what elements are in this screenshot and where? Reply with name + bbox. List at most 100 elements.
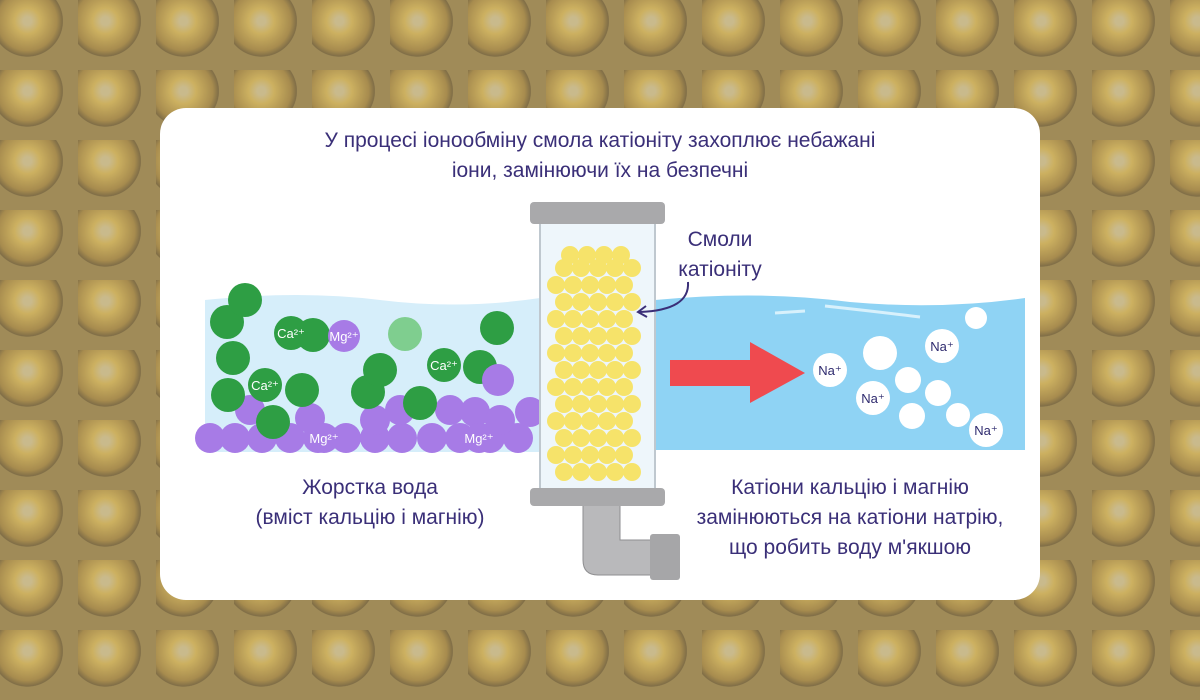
calcium-ion	[388, 317, 422, 351]
resin-bead	[572, 293, 590, 311]
resin-bead	[564, 378, 582, 396]
resin-label: Смоли катіоніту	[660, 225, 780, 285]
calcium-ion	[480, 311, 514, 345]
resin-bead	[589, 395, 607, 413]
resin-bead	[581, 412, 599, 430]
magnesium-ion	[460, 397, 490, 427]
sodium-ion-label: Na⁺	[818, 363, 841, 378]
resin-bead	[595, 246, 613, 264]
resin-bead	[581, 310, 599, 328]
left-caption: Жорстка вода (вміст кальцію і магнію)	[205, 473, 535, 533]
resin-bead	[612, 246, 630, 264]
calcium-ion	[228, 283, 262, 317]
sodium-ion	[863, 336, 897, 370]
resin-bead	[623, 259, 641, 277]
calcium-ion	[363, 353, 397, 387]
resin-bead	[572, 429, 590, 447]
resin-bead	[598, 378, 616, 396]
left-caption-line-1: Жорстка вода	[302, 476, 438, 499]
resin-bead	[555, 361, 573, 379]
right-caption-line-1: Катіони кальцію і магнію	[731, 476, 969, 499]
resin-bead	[598, 310, 616, 328]
magnesium-ion	[482, 364, 514, 396]
resin-bead	[615, 446, 633, 464]
resin-bead	[561, 246, 579, 264]
resin-bead	[581, 344, 599, 362]
resin-bead	[555, 395, 573, 413]
calcium-ion	[285, 373, 319, 407]
calcium-ion	[274, 316, 308, 350]
right-caption-line-3: що робить воду м'якшою	[728, 536, 972, 559]
title-line-1: У процесі іонообміну смола катіоніту зах…	[324, 129, 876, 152]
resin-bead	[589, 327, 607, 345]
resin-bead	[606, 395, 624, 413]
resin-bead	[564, 276, 582, 294]
resin-bead	[623, 429, 641, 447]
magnesium-ion	[485, 405, 515, 435]
sodium-ion	[925, 329, 959, 363]
resin-bead	[581, 276, 599, 294]
resin-bead	[547, 276, 565, 294]
resin-bead	[547, 310, 565, 328]
calcium-ion	[211, 378, 245, 412]
resin-bead	[564, 310, 582, 328]
resin-bead	[581, 378, 599, 396]
resin-bead	[615, 310, 633, 328]
resin-bead	[615, 378, 633, 396]
magnesium-ion	[464, 423, 494, 453]
calcium-ion	[216, 341, 250, 375]
right-caption-line-2: замінюються на катіони натрію,	[696, 506, 1004, 529]
resin-bead	[547, 412, 565, 430]
resin-bead	[606, 293, 624, 311]
resin-bead	[615, 276, 633, 294]
resin-bead	[589, 463, 607, 481]
magnesium-ion	[360, 405, 390, 435]
flow-arrow	[670, 342, 805, 403]
sodium-ion	[925, 380, 951, 406]
sodium-ion	[895, 367, 921, 393]
resin-bead	[615, 344, 633, 362]
resin-bead	[598, 446, 616, 464]
magnesium-ion	[331, 423, 361, 453]
resin-bead	[555, 463, 573, 481]
resin-bead	[598, 344, 616, 362]
left-caption-line-2: (вміст кальцію і магнію)	[255, 506, 485, 529]
magnesium-ion-label: Mg²⁺	[309, 431, 338, 446]
resin-bead	[555, 327, 573, 345]
resin-bead	[606, 361, 624, 379]
resin-bead	[623, 327, 641, 345]
resin-bead	[623, 361, 641, 379]
resin-bead	[598, 276, 616, 294]
sodium-ion	[946, 403, 970, 427]
resin-bead	[589, 293, 607, 311]
resin-bead	[547, 344, 565, 362]
resin-bead	[606, 463, 624, 481]
calcium-ion-label: Ca²⁺	[430, 358, 458, 373]
resin-bead	[581, 446, 599, 464]
magnesium-ion	[515, 397, 545, 427]
magnesium-ion-label: Mg²⁺	[329, 329, 358, 344]
cation-exchange-column	[530, 202, 680, 580]
sodium-ion	[856, 381, 890, 415]
resin-bead	[589, 429, 607, 447]
resin-bead	[572, 463, 590, 481]
resin-bead	[555, 293, 573, 311]
resin-bead	[606, 327, 624, 345]
calcium-ion	[256, 405, 290, 439]
resin-bead	[578, 246, 596, 264]
calcium-ion-label: Ca²⁺	[277, 326, 305, 341]
resin-bead	[572, 395, 590, 413]
resin-bead	[615, 412, 633, 430]
resin-pointer	[639, 281, 690, 313]
resin-bead	[589, 361, 607, 379]
resin-bead	[547, 378, 565, 396]
sodium-ion	[965, 307, 987, 329]
resin-label-line-2: катіоніту	[678, 258, 762, 281]
right-caption: Катіони кальцію і магнію замінюються на …	[670, 473, 1030, 563]
resin-bead	[623, 463, 641, 481]
title: У процесі іонообміну смола катіоніту зах…	[160, 126, 1040, 186]
resin-label-line-1: Смоли	[687, 228, 753, 251]
magnesium-ion	[309, 423, 339, 453]
resin-bead	[564, 446, 582, 464]
title-line-2: іони, замінюючи їх на безпечні	[451, 159, 749, 182]
